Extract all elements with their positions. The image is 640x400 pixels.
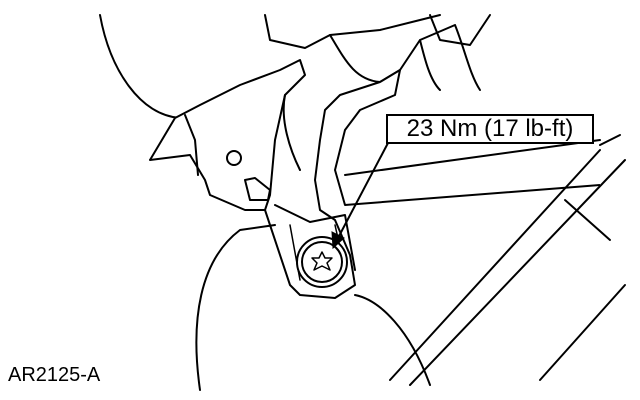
hinge-bracket — [149, 59, 601, 299]
torx-recess-icon — [311, 251, 333, 271]
callout-arrowhead — [331, 231, 345, 250]
bracket-tab — [244, 177, 271, 201]
bolt-head-outer — [296, 236, 348, 288]
strut-upper-line — [599, 134, 621, 146]
strut-diagonal — [564, 199, 611, 241]
bracket-fold — [184, 114, 199, 176]
upper-housing-inner — [329, 34, 401, 83]
upper-housing-ribs — [399, 24, 481, 91]
upper-housing — [264, 14, 441, 49]
torque-callout-text: 23 Nm (17 lb-ft) — [406, 115, 574, 142]
bracket-left-flange — [149, 154, 266, 211]
callout-leader-line — [337, 142, 389, 239]
bolt-head-inner — [301, 241, 343, 283]
figure-id-label: AR2125-A — [8, 364, 101, 386]
lower-body-outline — [195, 224, 276, 391]
strut-long-1 — [389, 149, 601, 381]
bracket-hole — [226, 150, 242, 166]
hinge-arm-front — [274, 204, 356, 271]
strut-long-2 — [409, 159, 626, 386]
bracket-inner-edge — [282, 94, 301, 171]
fender-curve — [354, 294, 431, 386]
body-panel-outline — [99, 14, 181, 119]
strut-long-3 — [539, 284, 626, 381]
torque-callout: 23 Nm (17 lb-ft) — [386, 114, 594, 144]
strut-top-edge — [344, 139, 601, 176]
upper-housing-right — [429, 14, 491, 46]
